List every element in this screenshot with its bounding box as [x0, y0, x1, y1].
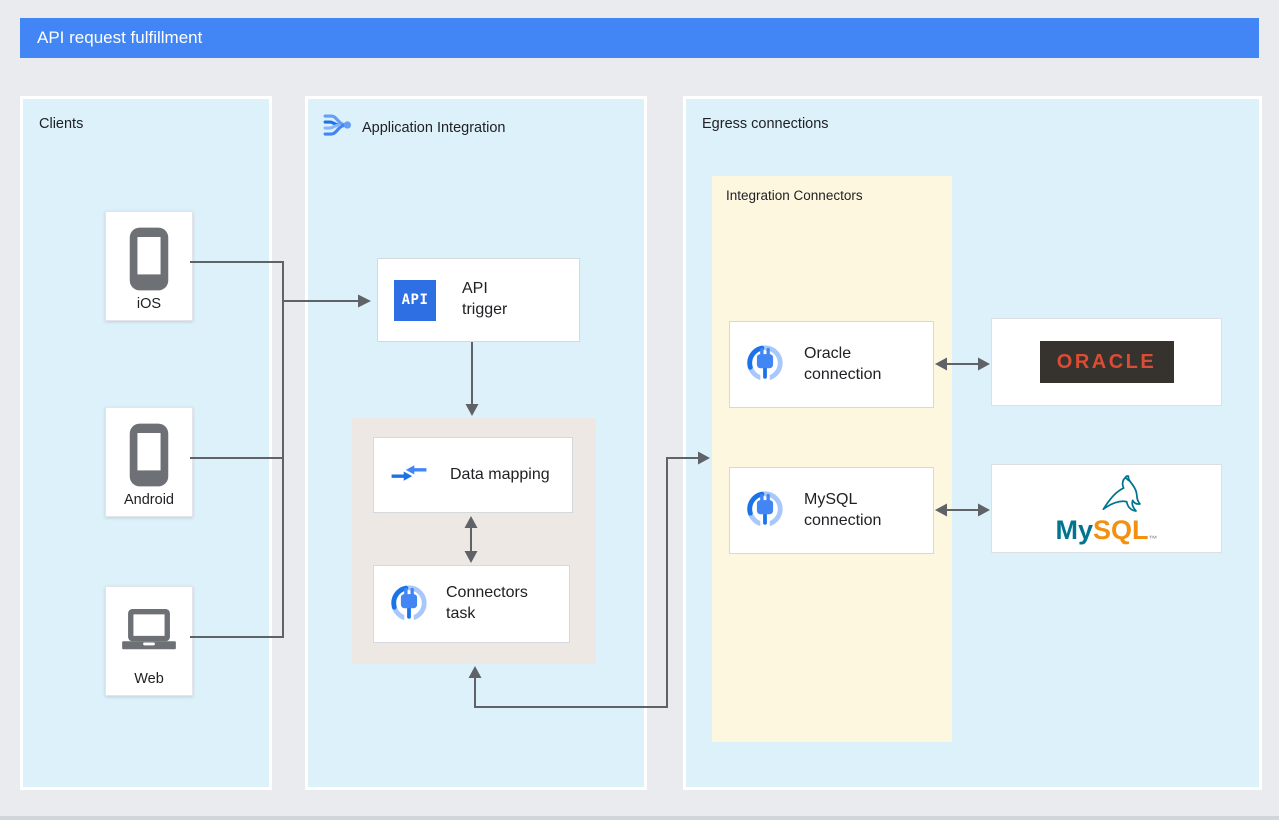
mysql-connection-label: MySQL connection — [804, 490, 882, 529]
api-trigger-label: API trigger — [462, 280, 508, 318]
api-trigger-node: API API trigger — [377, 258, 580, 342]
mysql-database-node: MySQL™ — [991, 464, 1222, 553]
client-label: Web — [134, 671, 164, 687]
oracle-logo-text: ORACLE — [1056, 350, 1157, 373]
mysql-logo-my: My — [1055, 514, 1093, 545]
client-node-android: Android — [105, 407, 193, 517]
oracle-database-node: ORACLE — [991, 318, 1222, 406]
data-mapping-label: Data mapping — [450, 465, 550, 483]
connectors-task-node: Connectors task — [373, 565, 570, 643]
smartphone-icon — [106, 422, 192, 488]
oracle-connection-node: Oracle connection — [729, 321, 934, 408]
application-integration-title: Application Integration — [362, 119, 506, 136]
mysql-logo-sql: SQL — [1093, 514, 1149, 545]
mysql-logo: MySQL™ — [1055, 474, 1158, 545]
connectors-task-label: Connectors task — [446, 584, 528, 622]
clients-panel-title: Clients — [39, 116, 84, 132]
connectors-icon — [744, 341, 786, 388]
connectors-icon — [388, 581, 430, 628]
api-trigger-icon: API — [394, 279, 436, 321]
window-bottom-edge — [0, 816, 1279, 820]
laptop-icon — [106, 609, 192, 652]
oracle-logo: ORACLE — [1039, 341, 1174, 383]
client-node-web: Web — [105, 586, 193, 696]
data-mapping-icon — [390, 460, 428, 491]
connectors-icon — [744, 487, 786, 534]
diagram-title-banner: API request fulfillment — [20, 18, 1259, 58]
mysql-dolphin-icon — [1094, 474, 1148, 523]
integration-connectors-title: Integration Connectors — [726, 188, 863, 203]
mysql-logo-tm: ™ — [1148, 533, 1158, 544]
egress-panel-title: Egress connections — [702, 116, 829, 132]
smartphone-icon — [106, 226, 192, 292]
clients-panel: Clients iOS Android — [20, 96, 272, 790]
client-node-ios: iOS — [105, 211, 193, 321]
oracle-connection-label: Oracle connection — [804, 344, 882, 383]
client-label: iOS — [136, 296, 162, 312]
diagram-title: API request fulfillment — [37, 28, 203, 47]
application-integration-icon — [322, 110, 352, 145]
data-mapping-node: Data mapping — [373, 437, 573, 513]
integration-connectors-container: Integration Connectors — [712, 176, 952, 742]
client-label: Android — [124, 492, 174, 508]
mysql-connection-node: MySQL connection — [729, 467, 934, 554]
